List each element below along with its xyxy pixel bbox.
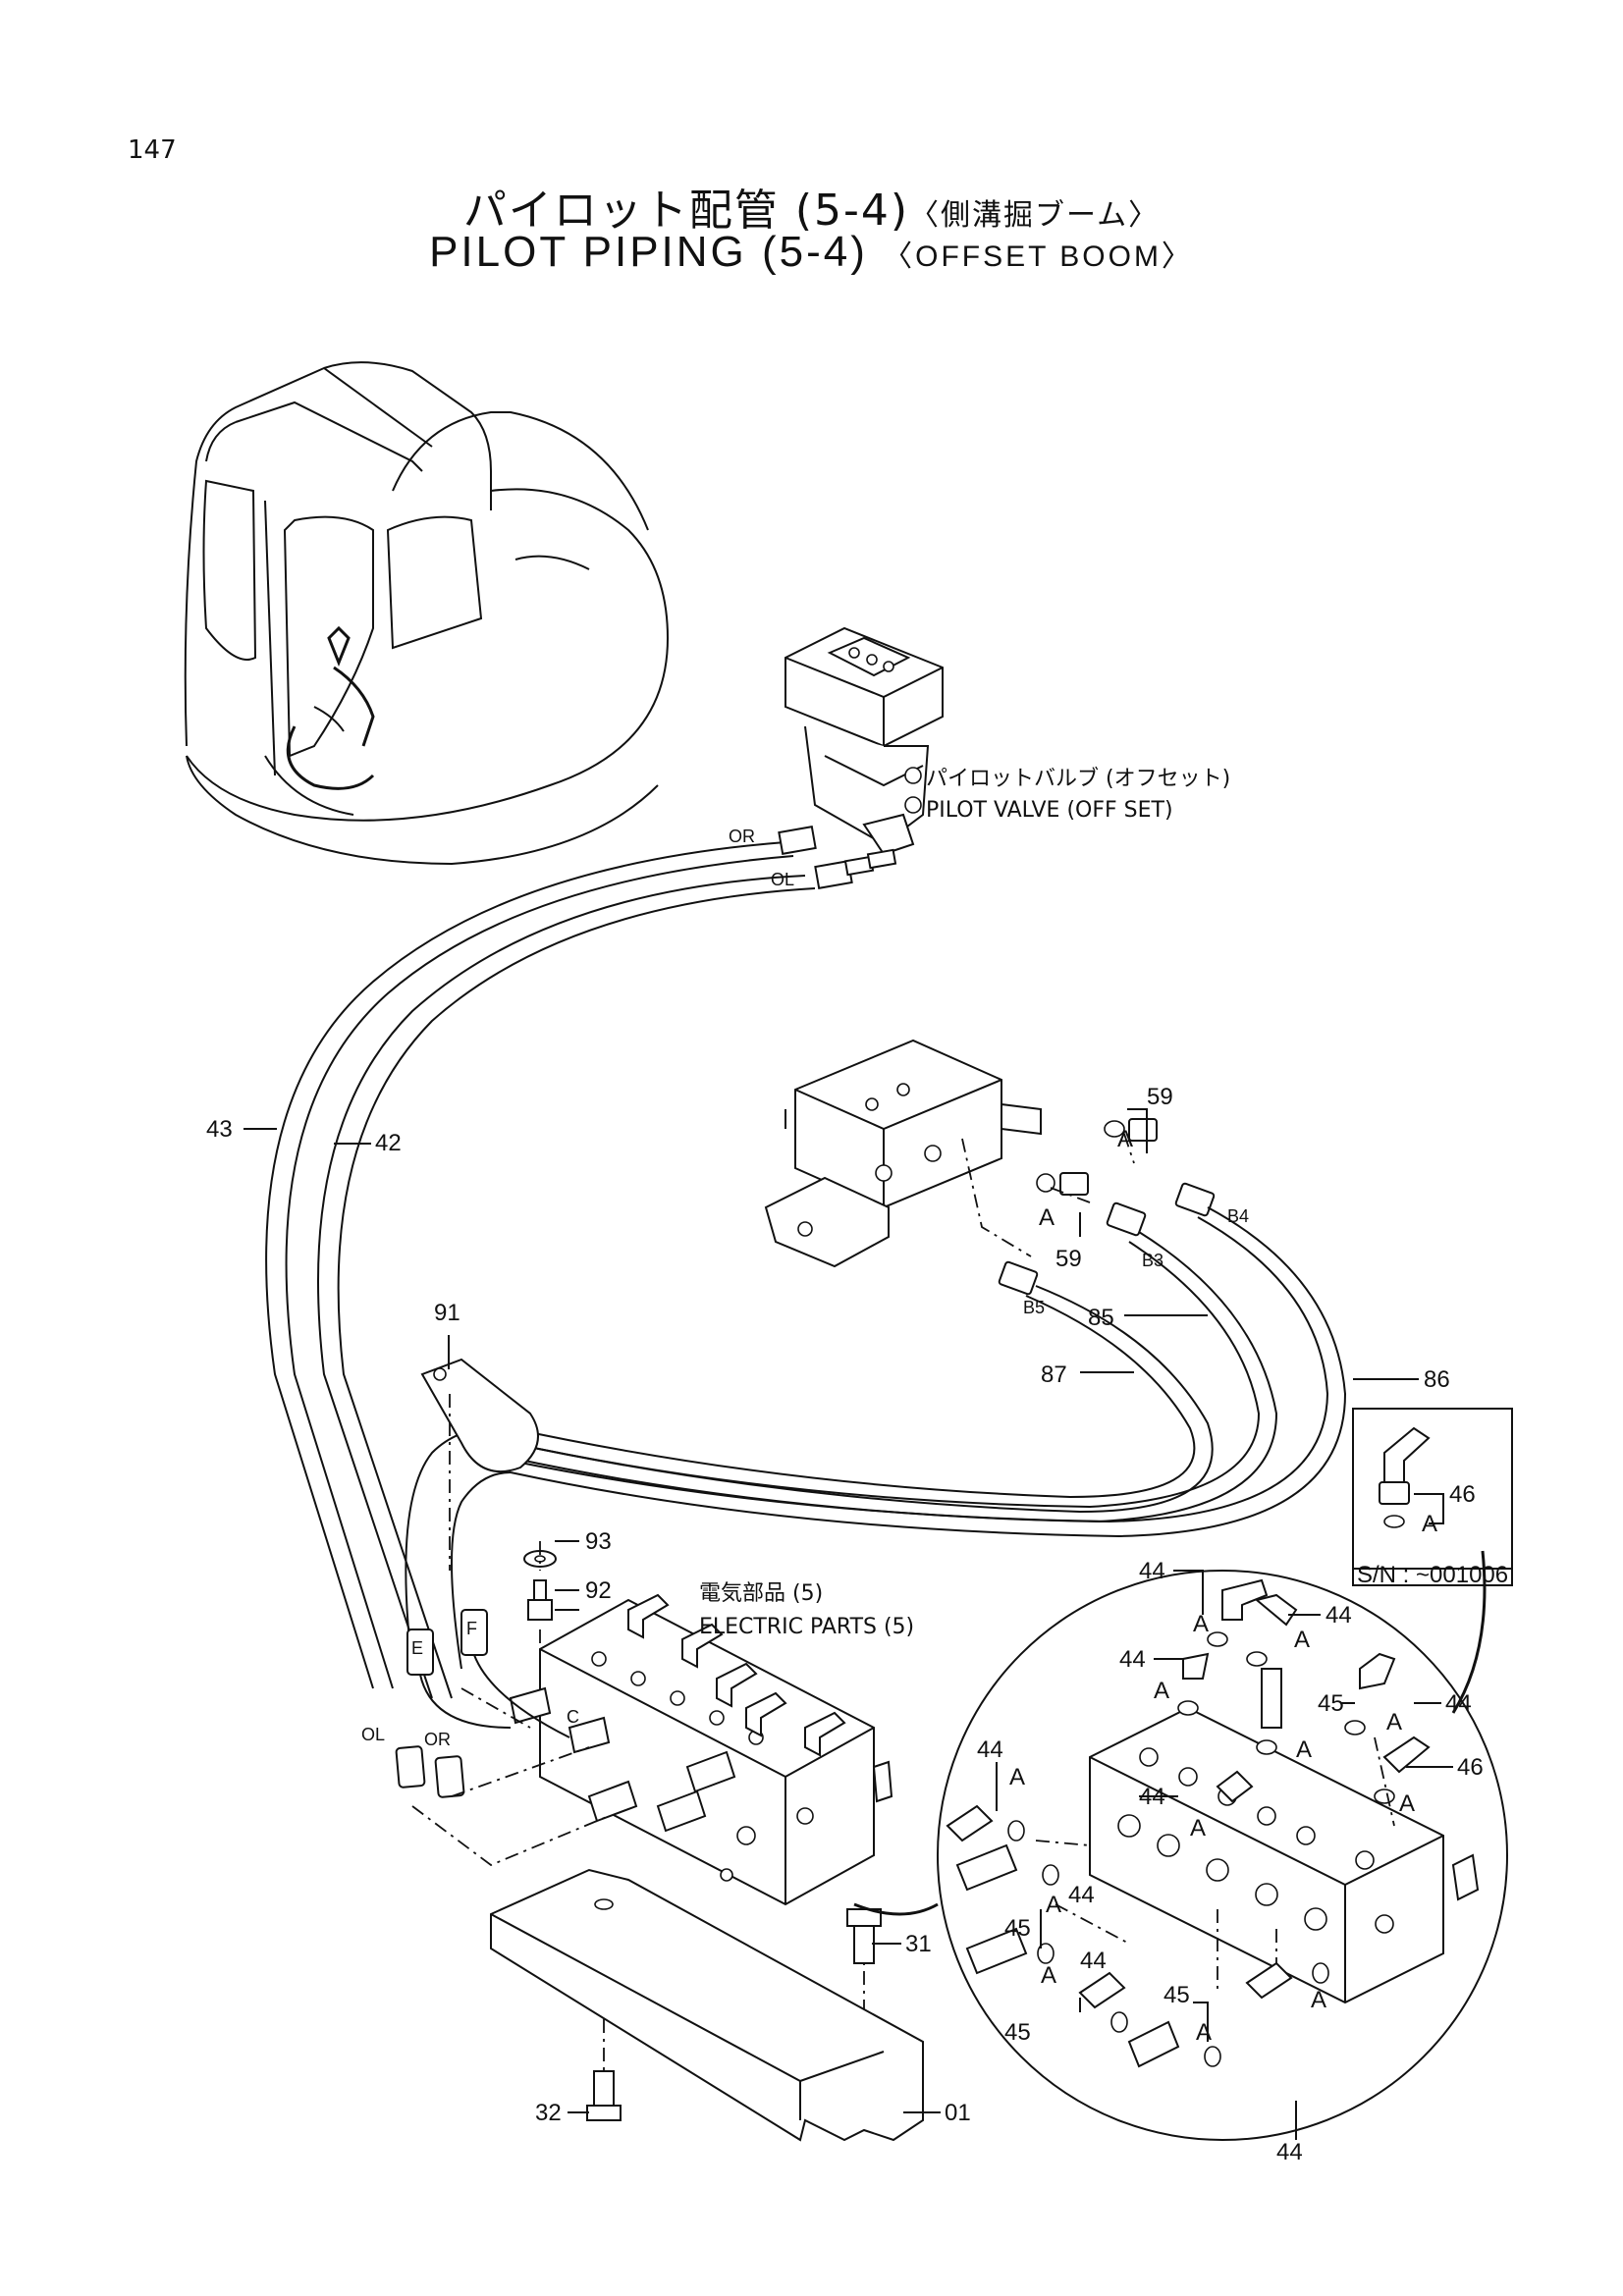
part-number-59: 59 [1147,1084,1173,1110]
port-label-a: A [1039,1204,1055,1231]
title-english: PILOT PIPING (5-4) 〈OFFSET BOOM〉 [0,228,1623,277]
part-number-45: 45 [1004,1915,1031,1942]
clamp-91 [420,1358,539,1472]
part-number-45: 45 [1004,2019,1031,2046]
port-label-e: E [411,1638,423,1658]
part-number-59: 59 [1055,1246,1082,1272]
part-number-92: 92 [585,1577,612,1604]
pilot-valve-label-jp: パイロットバルブ (オフセット) [926,767,1230,791]
electric-parts-label-en: ELECTRIC PARTS (5) [699,1615,914,1639]
title-en-sub: 〈OFFSET BOOM〉 [883,240,1194,273]
port-label-b3: B3 [1142,1251,1163,1270]
part-number-01: 01 [945,2100,971,2126]
title-japanese: パイロット配管 (5-4)〈側溝掘ブーム〉 [0,175,1623,238]
title-jp-sub: 〈側溝掘ブーム〉 [909,198,1161,233]
port-label-a: A [1193,1611,1209,1637]
serial-number-note: S/N : ~001006 [1357,1562,1508,1588]
pilot-valve-label-en: PILOT VALVE (OFF SET) [926,798,1173,823]
part-number-44: 44 [1119,1646,1146,1673]
hoses-85-86-87 [405,1206,1347,1670]
fittings-59 [998,1118,1216,1296]
port-label-a: A [1311,1987,1326,2013]
control-valve-drawing [509,1593,893,1906]
port-label-ol-bottom: OL [361,1725,385,1744]
port-label-a: A [1296,1736,1312,1763]
port-label-a: A [1154,1678,1169,1704]
port-label-c: C [567,1707,579,1727]
port-label-a: A [1422,1511,1437,1537]
page-number: 147 [128,135,177,165]
part-number-44: 44 [977,1736,1003,1763]
part-number-46: 46 [1449,1481,1476,1508]
detail-circle [853,1550,1508,2141]
leader-lines [243,1108,1453,2140]
port-label-b4: B4 [1227,1206,1249,1226]
port-label-b5: B5 [1023,1298,1045,1317]
port-label-or-bottom: OR [424,1730,451,1749]
hose-ends-lower [395,1609,570,1798]
part-number-42: 42 [375,1130,402,1156]
part-number-93: 93 [585,1528,612,1555]
part-number-44: 44 [1080,1948,1107,1974]
part-number-44: 44 [1139,1784,1165,1810]
hoses-42-43 [265,826,897,1699]
electric-parts-label-jp: 電気部品 (5) [699,1581,823,1606]
port-label-a: A [1041,1962,1056,1989]
part-number-44: 44 [1276,2139,1303,2165]
port-label-ol-top: OL [771,870,794,889]
part-number-45: 45 [1318,1690,1344,1717]
port-label-a: A [1190,1815,1206,1842]
upper-manifold-drawing [764,1039,1042,1268]
pilot-valve-drawing [784,626,944,856]
port-label-a: A [1009,1764,1025,1790]
part-number-46: 46 [1457,1754,1484,1781]
part-number-44: 44 [1139,1558,1165,1584]
part-number-45: 45 [1163,1982,1190,2008]
port-label-a: A [1117,1126,1133,1152]
part-number-91: 91 [434,1300,460,1326]
port-label-f: F [466,1619,477,1638]
part-number-85: 85 [1088,1305,1114,1331]
part-number-87: 87 [1041,1362,1067,1388]
part-number-31: 31 [905,1931,932,1957]
part-number-44: 44 [1445,1690,1472,1717]
part-number-32: 32 [535,2100,562,2126]
port-label-a: A [1046,1892,1061,1918]
port-label-a: A [1386,1709,1402,1735]
part-number-44: 44 [1068,1882,1095,1908]
excavator-cab-drawing [184,361,670,866]
title-jp-main: パイロット配管 (5-4) [462,186,910,236]
mounting-plate [490,1868,924,2142]
port-label-or-top: OR [729,827,755,846]
port-label-a: A [1196,2019,1212,2046]
part-number-43: 43 [206,1116,233,1143]
part-number-44: 44 [1325,1602,1352,1629]
port-label-a: A [1399,1790,1415,1817]
part-number-86: 86 [1424,1366,1450,1393]
port-label-a: A [1294,1627,1310,1653]
serial-inset-box [1352,1408,1513,1586]
title-en-main: PILOT PIPING (5-4) [429,228,868,276]
